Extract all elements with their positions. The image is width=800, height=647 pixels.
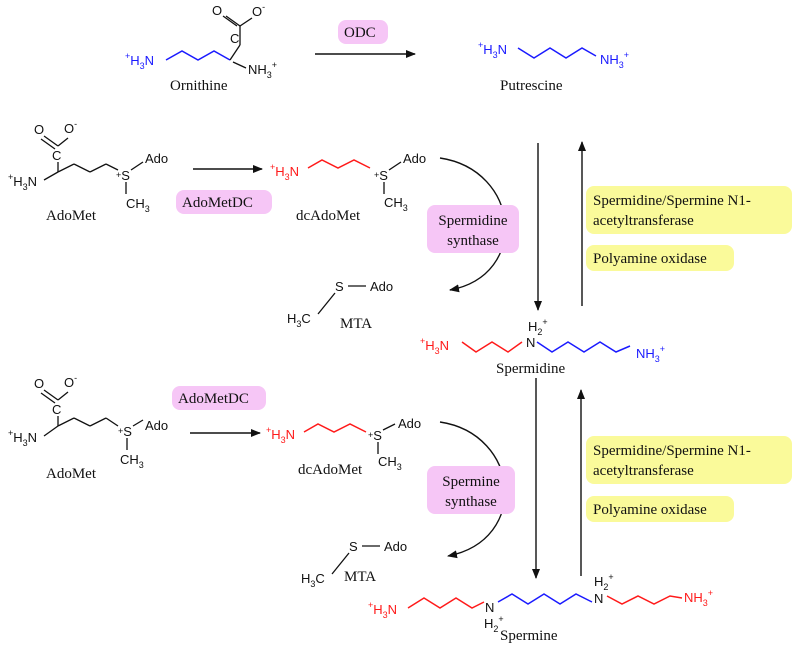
svg-text:C: C [230,31,239,46]
svg-text:H2+: H2+ [484,614,504,634]
svg-text:H3C: H3C [287,311,311,329]
svg-text:Ado: Ado [370,279,393,294]
svg-text:C: C [52,402,61,417]
spermine-label: Spermine [500,628,558,644]
svg-text:O-: O- [252,2,265,19]
spermidine-synthase-line2: synthase [447,233,499,249]
spermidine-structure: +H3N N H2+ NH3+ Spermidine [420,317,665,377]
adomet-label-top: AdoMet [46,208,97,224]
ornithine-label: Ornithine [170,78,228,94]
adometdc-enzyme-label-bottom: AdoMetDC [178,391,249,407]
spermidine-synthase-line1: Spermidine [438,213,507,229]
svg-text:H2+: H2+ [528,317,548,337]
svg-text:O-: O- [64,119,77,136]
svg-text:N: N [526,335,535,350]
odc-enzyme-label: ODC [344,25,376,41]
ornithine-structure: +H3N O O- C NH3+ Ornithine [125,2,277,94]
svg-text:+S: +S [116,168,130,183]
ssat-bottom-line2: acetyltransferase [593,463,694,479]
svg-text:S: S [335,279,344,294]
svg-text:CH3: CH3 [120,452,144,470]
svg-text:CH3: CH3 [384,195,408,213]
svg-text:N: N [485,600,494,615]
pao-box-top [586,245,734,271]
spermine-synthase-line1: Spermine [442,474,500,490]
svg-text:H3C: H3C [301,571,325,589]
svg-text:Ado: Ado [145,418,168,433]
svg-text:+H3N: +H3N [368,600,397,620]
mta-structure-bottom: S Ado H3C MTA [301,539,407,589]
svg-text:Ado: Ado [398,416,421,431]
adomet-structure-top: O O- C +H3N +S Ado CH3 AdoMet [8,119,168,224]
svg-text:CH3: CH3 [126,196,150,214]
ssat-top-line2: acetyltransferase [593,213,694,229]
spermine-synthase-box [427,466,515,514]
svg-text:+H3N: +H3N [270,162,299,182]
svg-text:CH3: CH3 [378,454,402,472]
dcadomet-structure-top: +H3N +S Ado CH3 dcAdoMet [270,151,426,224]
odc-enzyme-box [338,20,388,44]
putrescine-structure: +H3N NH3+ Putrescine [478,40,629,94]
spermidine-synthase-box [427,205,519,253]
svg-text:C: C [52,148,61,163]
svg-text:NH3+: NH3+ [248,60,277,80]
svg-text:NH3+: NH3+ [600,50,629,70]
spermine-synthase-line2: synthase [445,494,497,510]
svg-text:H2+: H2+ [594,572,614,592]
putrescine-label: Putrescine [500,78,563,94]
svg-text:NH3+: NH3+ [684,588,713,608]
svg-text:+H3N: +H3N [420,336,449,356]
svg-text:Ado: Ado [145,151,168,166]
svg-text:+H3N: +H3N [8,428,37,448]
ssat-bottom-line1: Spermidine/Spermine N1- [593,443,751,459]
adomet-structure-bottom: O O- C +H3N +S Ado CH3 AdoMet [8,373,168,482]
ssat-top-line1: Spermidine/Spermine N1- [593,193,751,209]
svg-text:O: O [212,3,222,18]
svg-text:N: N [594,591,603,606]
svg-text:+H3N: +H3N [266,425,295,445]
dcadomet-label-bottom: dcAdoMet [298,462,363,478]
svg-text:NH3+: NH3+ [636,344,665,364]
svg-text:+H3N: +H3N [8,172,37,192]
svg-text:+S: +S [374,168,388,183]
mta-label-top: MTA [340,316,372,332]
mta-label-bottom: MTA [344,569,376,585]
ssat-box-top [586,186,792,234]
svg-text:+S: +S [118,424,132,439]
svg-text:O: O [34,122,44,137]
spermidine-label: Spermidine [496,361,565,377]
pao-box-bottom [586,496,734,522]
svg-text:+S: +S [368,428,382,443]
mta-structure-top: S Ado H3C MTA [287,279,393,332]
pao-top-label: Polyamine oxidase [593,251,707,267]
pao-bottom-label: Polyamine oxidase [593,502,707,518]
adometdc-enzyme-box-top [176,190,272,214]
svg-text:Ado: Ado [384,539,407,554]
spermine-structure: +H3N N H2+ N H2+ NH3+ Spermine [368,572,713,644]
svg-text:Ado: Ado [403,151,426,166]
svg-text:O: O [34,376,44,391]
adometdc-enzyme-box-bottom [172,386,266,410]
svg-text:S: S [349,539,358,554]
svg-text:+H3N: +H3N [478,40,507,60]
dcadomet-structure-bottom: +H3N +S Ado CH3 dcAdoMet [266,416,421,478]
ssat-box-bottom [586,436,792,484]
svg-text:O-: O- [64,373,77,390]
svg-text:+H3N: +H3N [125,51,154,71]
adomet-label-bottom: AdoMet [46,466,97,482]
dcadomet-label-top: dcAdoMet [296,208,361,224]
adometdc-enzyme-label-top: AdoMetDC [182,195,253,211]
